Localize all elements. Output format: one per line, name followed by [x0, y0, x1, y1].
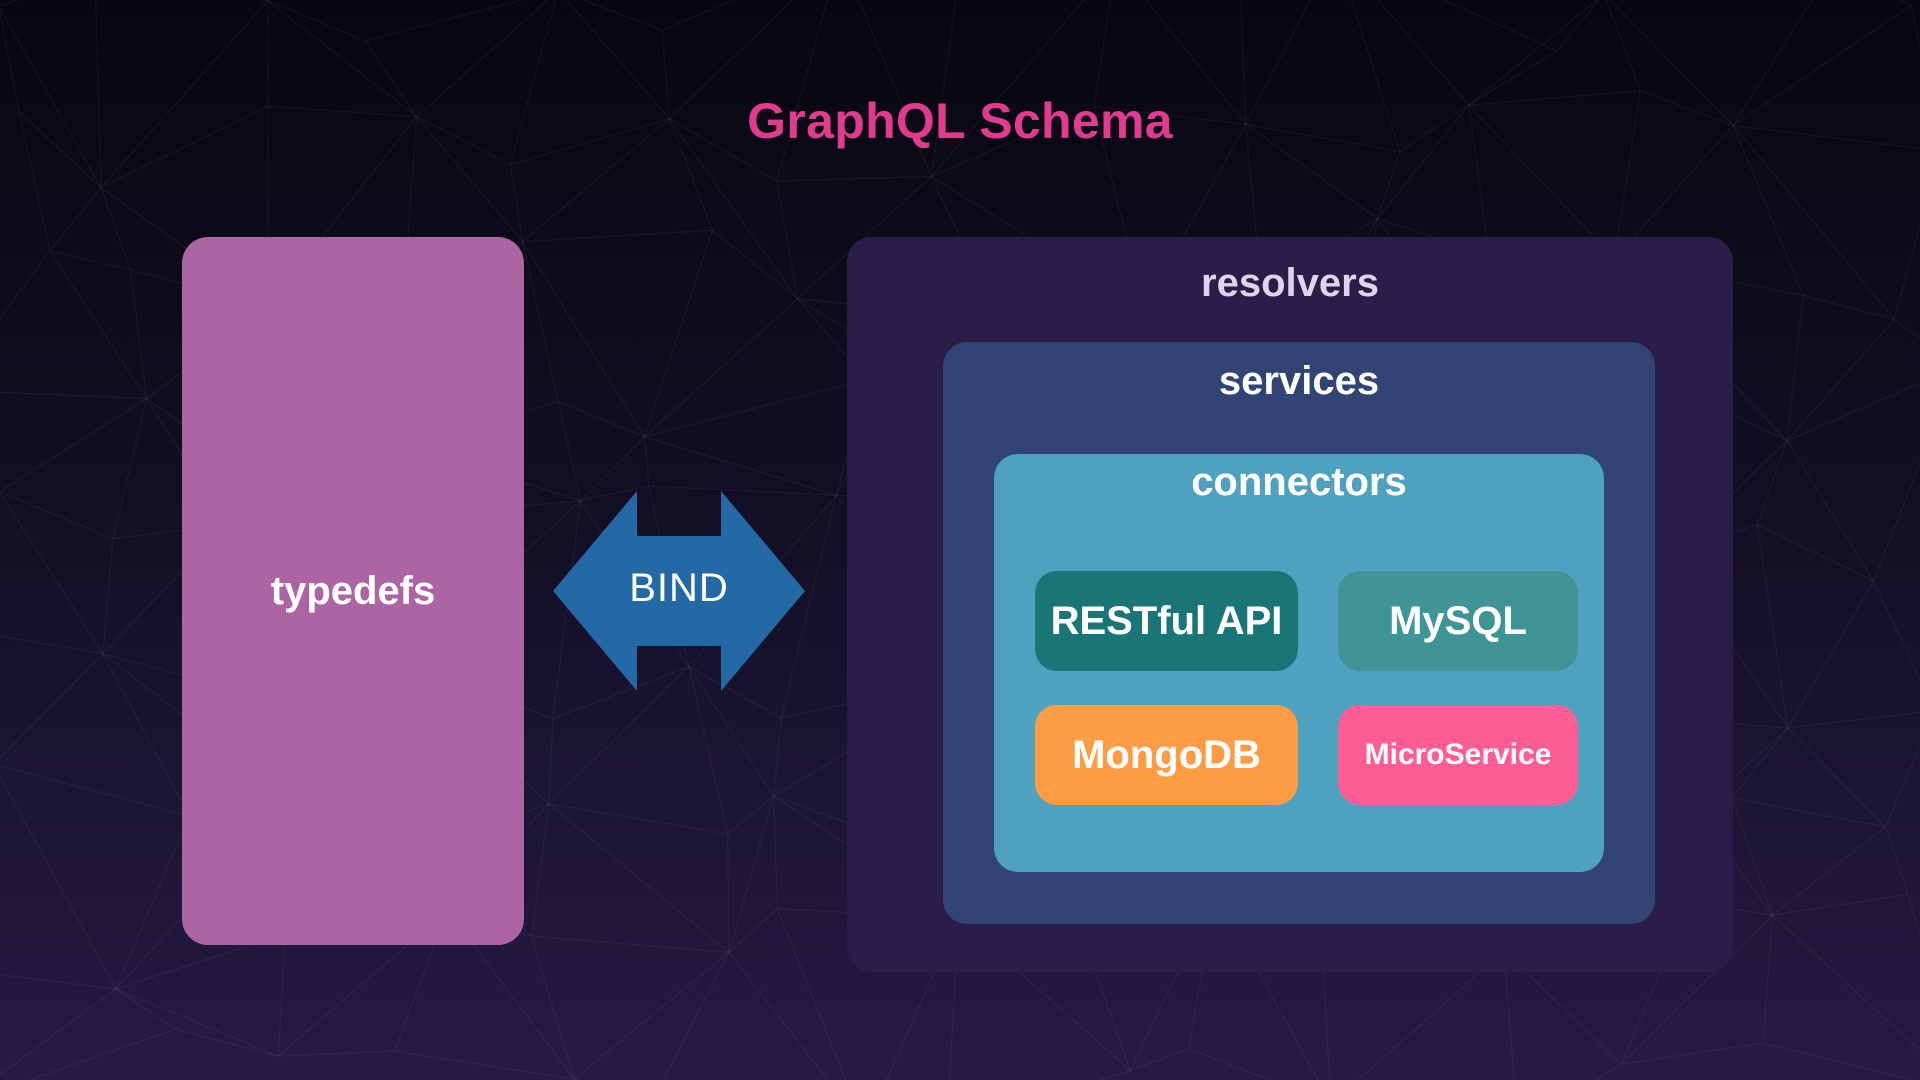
typedefs-label: typedefs [270, 568, 436, 613]
typedefs-box: typedefs [182, 237, 524, 945]
services-box: services connectors RESTful API MySQL Mo… [943, 342, 1655, 924]
microservice-connector: MicroService [1338, 705, 1578, 805]
connectors-label: connectors [1191, 460, 1407, 504]
bind-label: BIND [629, 566, 729, 610]
resolvers-box: resolvers services connectors RESTful AP… [847, 237, 1733, 972]
connectors-box: connectors RESTful API MySQL MongoDB Mic… [994, 454, 1604, 872]
restful-api-connector: RESTful API [1035, 571, 1298, 671]
mongodb-connector: MongoDB [1035, 705, 1298, 805]
resolvers-label: resolvers [1201, 261, 1379, 305]
mysql-connector: MySQL [1338, 571, 1578, 671]
services-label: services [1218, 359, 1380, 403]
diagram-title: GraphQL Schema [747, 93, 1173, 149]
bind-double-arrow-icon [553, 491, 805, 691]
